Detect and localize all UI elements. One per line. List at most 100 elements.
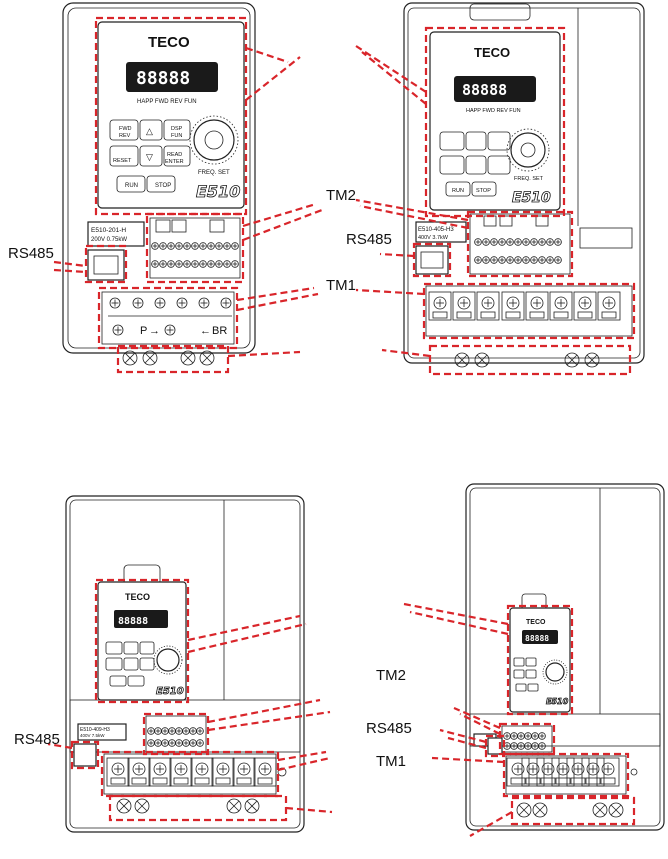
up-button-c[interactable] [123,641,139,655]
tm2-callout-b [466,210,574,278]
svg-text:E510: E510 [512,190,551,206]
keypad-b: TECO 88888 HAPP FWD REV FUN RUN STOP FRE… [429,31,561,211]
keypad-c: TECO 88888 E510 [97,581,187,701]
svg-text:400V 3.7kW: 400V 3.7kW [418,235,449,241]
svg-text:88888: 88888 [525,634,549,643]
svg-text:RUN: RUN [125,183,138,189]
stop-button[interactable] [146,175,176,193]
tm2-callout-a [145,212,245,284]
rs485-callout-b [412,242,452,278]
svg-text:REV: REV [119,133,131,139]
svg-text:TECO: TECO [125,592,150,602]
tm2-terminal-b [469,213,571,275]
stop-button-d[interactable] [527,683,539,692]
down-arrow-icon: ▽ [146,152,153,162]
svg-text:400V 7.5kW: 400V 7.5kW [80,733,105,738]
tm1-label-d: TM1 [376,753,406,770]
svg-text:STOP: STOP [476,188,491,194]
svg-text:DSP: DSP [171,126,183,132]
up-button-b[interactable] [465,131,487,151]
frequency-knob-c[interactable] [156,648,180,672]
ground-callout-c [108,794,288,822]
svg-text:READ: READ [167,152,182,158]
tm1-callout-d [502,752,630,798]
rs485-callout-c [70,740,100,770]
rs485-callout-a [84,244,128,284]
tm2-label-d: TM2 [376,667,406,684]
display-readout: 88888 [136,68,190,89]
ground-callout-d [510,796,636,826]
drive-a: TECO 88888 HAPP FWD REV FUN FWD REV △ DS… [8,2,323,374]
read-enter-button[interactable] [163,145,191,167]
svg-text:RUN: RUN [452,188,464,194]
run-button-b[interactable] [445,181,471,197]
rs485-label-d: RS485 [366,720,412,737]
rs485-port-c [73,743,97,767]
keypad-callout-c [94,578,190,704]
disp-fun-button-b[interactable] [487,131,511,151]
reset-button-c[interactable] [105,657,123,671]
svg-text:TECO: TECO [474,45,510,60]
frequency-knob-b[interactable] [510,132,546,168]
tm2-terminal-d [501,725,553,753]
svg-text:E510-405-H3: E510-405-H3 [418,227,454,233]
up-arrow-icon: △ [146,126,153,136]
reset-button-d[interactable] [513,669,525,679]
indicator-labels: HAPP FWD REV FUN [137,99,197,105]
keypad-a: TECO 88888 HAPP FWD REV FUN FWD REV △ DS… [97,21,245,209]
tm2-terminal-c [145,715,207,753]
disp-fun-button[interactable] [163,119,191,141]
keypad-d: TECO 88888 E510 [509,607,571,713]
frequency-knob[interactable] [193,119,235,161]
svg-text:→: → [149,325,160,337]
nameplate-c [77,723,127,741]
svg-text:88888: 88888 [118,616,148,627]
read-enter-button-c[interactable] [139,657,155,671]
read-enter-button-b[interactable] [487,155,511,175]
fwd-rev-button-b[interactable] [439,131,465,151]
tm1-terminal-a: P → ← BR [101,291,235,345]
fwd-rev-button[interactable] [109,119,139,141]
up-button[interactable] [139,119,163,141]
reset-button-b[interactable] [439,155,465,175]
nameplate-a [87,221,145,247]
down-button-d[interactable] [525,669,537,679]
fwd-rev-button-d[interactable] [513,657,525,667]
rs485-label-a: RS485 [8,245,54,262]
down-button[interactable] [139,145,163,167]
svg-text:88888: 88888 [462,81,507,99]
tm2-terminal-a [149,217,241,279]
svg-text:P: P [140,325,147,337]
reset-button[interactable] [109,145,139,167]
run-button[interactable] [116,175,146,193]
tm2-label-b: TM2 [326,187,356,204]
model-badge: E510 [196,182,240,201]
svg-text:E510: E510 [546,697,569,706]
svg-text:RESET: RESET [113,158,132,164]
stop-button-b[interactable] [471,181,497,197]
drive-d: TECO 88888 E510 [366,483,665,837]
up-button-d[interactable] [525,657,537,667]
stop-button-c[interactable] [127,675,145,687]
ground-callout-a [116,344,230,374]
disp-fun-button-c[interactable] [139,641,155,655]
svg-text:E510: E510 [156,686,184,697]
ground-callout-b [428,344,632,376]
drive-b: TECO 88888 HAPP FWD REV FUN RUN STOP FRE… [326,2,645,376]
frequency-knob-d[interactable] [545,662,565,682]
down-button-b[interactable] [465,155,487,175]
run-button-c[interactable] [109,675,127,687]
svg-text:STOP: STOP [155,183,171,189]
svg-text:200V 0.75kW: 200V 0.75kW [91,237,127,243]
down-button-c[interactable] [123,657,139,671]
svg-text:HAPP FWD REV FUN: HAPP FWD REV FUN [466,108,521,114]
tm1-callout-a [97,286,239,350]
svg-text:FREQ. SET: FREQ. SET [198,170,230,176]
brand-logo: TECO [148,34,190,51]
tm1-callout-b [422,282,636,340]
fwd-rev-button-c[interactable] [105,641,123,655]
run-button-d[interactable] [515,683,527,692]
svg-text:FUN: FUN [171,133,182,139]
rs485-port-d [487,737,503,755]
